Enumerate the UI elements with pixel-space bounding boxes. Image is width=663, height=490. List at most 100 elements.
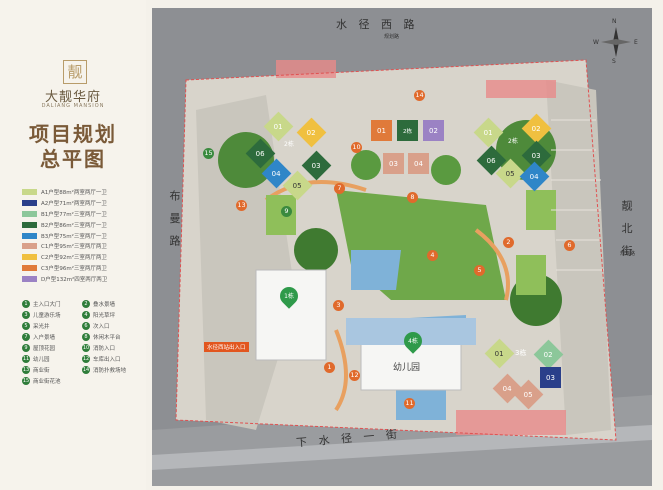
unit-legend-label: A1户型88m²两室两厅一卫 (41, 190, 107, 197)
unit-legend-swatch (22, 232, 37, 239)
unit-03-n[interactable]: 03 (383, 153, 404, 174)
building-1-footprint (255, 269, 327, 361)
marker-4[interactable]: 4 (427, 250, 438, 261)
legend-panel: 靓 大靓华府 DALIANG MANSION 项目规划 总平图 A1户型88m²… (0, 0, 146, 490)
unit-03-se[interactable]: 03 (540, 367, 561, 388)
marker-9[interactable]: 9 (281, 206, 292, 217)
unit-legend-item: B1户型77m²三室两厅一卫 (22, 209, 107, 220)
marker-8[interactable]: 8 (407, 192, 418, 203)
unit-02-n[interactable]: 02 (423, 120, 444, 141)
unit-legend-swatch (22, 264, 37, 271)
compass-s: S (612, 58, 616, 65)
marker-1[interactable]: 1 (324, 362, 335, 373)
unit-legend-swatch (22, 200, 37, 207)
unit-01-n[interactable]: 01 (371, 120, 392, 141)
facility-number-badge: 4 (82, 311, 90, 319)
rooftop-garden (266, 195, 296, 235)
facility-number-badge: 9 (22, 344, 30, 352)
facility-label: 消防入口 (93, 346, 116, 352)
facility-label: 商业街花池 (33, 379, 61, 385)
compass-e: E (634, 39, 638, 46)
site-plan: 水 径 西 路 规划路 布 曼 路 靓 北 街 规划路 下 水 径 一 街 N … (146, 0, 663, 490)
facility-label: 幼儿园 (33, 357, 50, 363)
building-1-pin[interactable]: 1栋 (276, 283, 302, 309)
building-4-pin[interactable]: 4栋 (400, 328, 426, 354)
road-north-sub: 规划路 (384, 34, 400, 40)
building-2-label-c: 2栋 (508, 138, 518, 145)
facility-number-badge: 11 (22, 355, 30, 363)
marker-11[interactable]: 11 (404, 398, 415, 409)
brand-name-en: DALIANG MANSION (41, 103, 105, 109)
building-2-label-a: 2栋 (284, 141, 294, 148)
facility-label: 阳光草坪 (93, 313, 116, 319)
marker-15[interactable]: 15 (203, 148, 214, 159)
compass-n: N (612, 18, 617, 25)
unit-legend-swatch (22, 254, 37, 261)
road-east: 靓 北 街 (620, 200, 633, 260)
marker-5[interactable]: 5 (474, 265, 485, 276)
unit-legend-label: C1户型95m²三室两厅两卫 (41, 244, 107, 251)
marker-14[interactable]: 14 (414, 90, 425, 101)
compass-w: W (593, 39, 599, 46)
page-title-line2: 总平图 (40, 147, 106, 171)
unit-legend-label: C2户型92m²三室两厅两卫 (41, 255, 107, 262)
unit-legend-swatch (22, 210, 37, 217)
facility-label: 主入口大门 (33, 302, 61, 308)
facility-label: 屋顶花园 (33, 346, 56, 352)
facility-label: 商业街 (33, 368, 50, 374)
kindergarten-label: 幼儿园 (393, 363, 421, 373)
facility-number-badge: 5 (22, 322, 30, 330)
unit-legend-label: A2户型71m²两室两厅一卫 (41, 201, 107, 208)
unit-legend-item: C3户型96m²三室两厅两卫 (22, 263, 107, 274)
unit-legend-item: A2户型71m²两室两厅一卫 (22, 198, 107, 209)
marker-6[interactable]: 6 (564, 240, 575, 251)
facility-number-badge: 7 (22, 333, 30, 341)
building-3-label: 3栋 (515, 349, 527, 357)
compass-icon (600, 26, 632, 58)
facility-number-badge: 3 (22, 311, 30, 319)
facility-number-badge: 8 (82, 333, 90, 341)
unit-legend-item: B3户型75m²三室两厅一卫 (22, 230, 107, 241)
unit-legend-item: C1户型95m²三室两厅两卫 (22, 241, 107, 252)
facility-label: 入户景墙 (33, 335, 56, 341)
unit-legend-item: C2户型92m²三室两厅两卫 (22, 252, 107, 263)
marker-12[interactable]: 12 (349, 370, 360, 381)
marker-13[interactable]: 13 (236, 200, 247, 211)
facility-label: 休闲木平台 (93, 335, 121, 341)
metro-gate-label: 水径西站出入口 (204, 342, 249, 352)
unit-legend-swatch (22, 275, 37, 282)
marker-7[interactable]: 7 (334, 183, 345, 194)
facility-number-badge: 14 (82, 366, 90, 374)
facility-number-badge: 12 (82, 355, 90, 363)
page-title-line1: 项目规划 (29, 122, 117, 146)
unit-legend-swatch (22, 189, 37, 196)
facility-label: 消防扑救场地 (93, 368, 127, 374)
marker-10[interactable]: 10 (351, 142, 362, 153)
unit-04-n[interactable]: 04 (408, 153, 429, 174)
site-plan-drawing (146, 0, 663, 490)
building-2-label-b[interactable]: 2栋 (397, 120, 418, 141)
road-west: 布 曼 路 (168, 190, 181, 250)
marker-3[interactable]: 3 (333, 300, 344, 311)
facility-label: 车库出入口 (93, 357, 121, 363)
unit-legend-label: B3户型75m²三室两厅一卫 (41, 233, 107, 240)
marker-2[interactable]: 2 (503, 237, 514, 248)
facility-number-badge: 6 (82, 322, 90, 330)
unit-legend-item: A1户型88m²两室两厅一卫 (22, 187, 107, 198)
